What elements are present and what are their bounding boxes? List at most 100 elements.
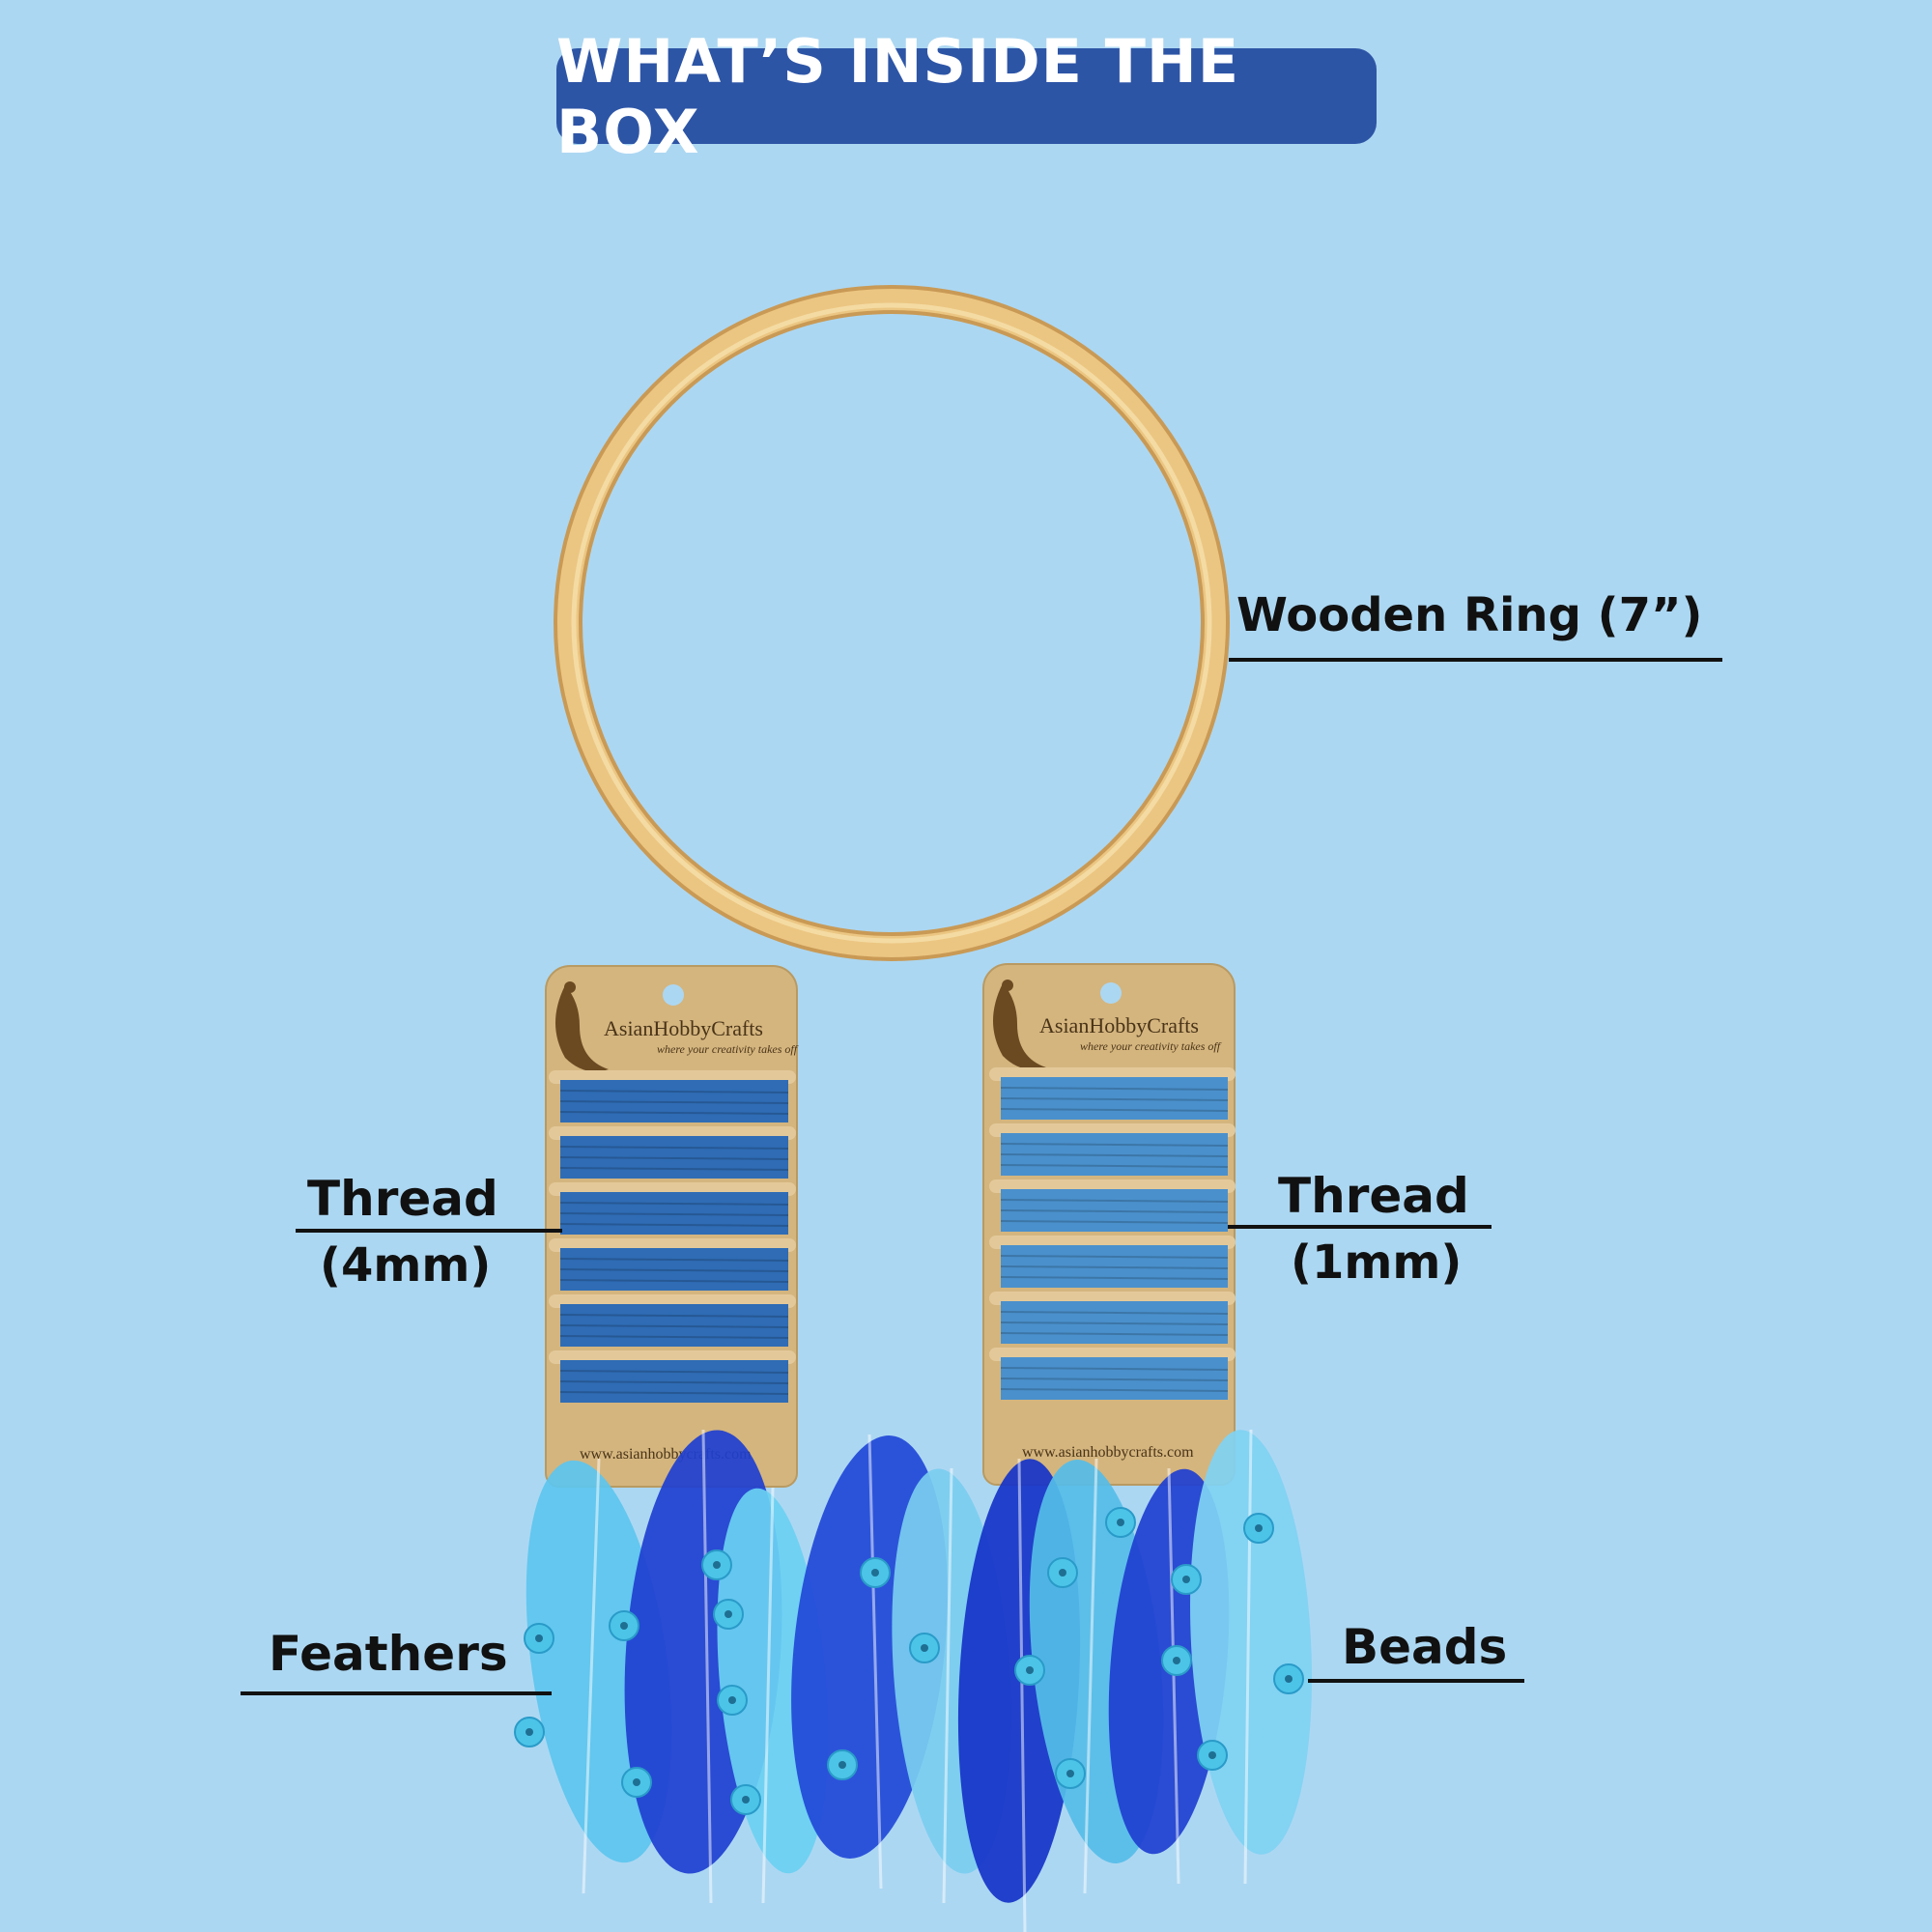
wooden-ring — [554, 285, 1230, 961]
thread-1mm-label-rule — [1228, 1225, 1492, 1229]
feather-quill — [867, 1434, 883, 1889]
feather-quill — [582, 1458, 601, 1894]
thread-band — [560, 1192, 788, 1235]
thread-1mm-size: (1mm) — [1291, 1236, 1463, 1290]
thread-band — [560, 1136, 788, 1179]
ring-label-rule — [1229, 658, 1722, 662]
feather-quill — [1167, 1467, 1180, 1885]
bead-hole — [1285, 1675, 1293, 1683]
thread-strand — [559, 1100, 789, 1104]
thread-strand — [1000, 1087, 1229, 1091]
ring-label: Wooden Ring (7”) — [1236, 588, 1703, 642]
thread-strand — [1000, 1164, 1229, 1168]
feather-quill — [1083, 1458, 1098, 1894]
bead-hole — [1173, 1657, 1180, 1664]
thread-strand — [1000, 1199, 1229, 1203]
thread-band — [560, 1080, 788, 1122]
bead-hole — [1066, 1770, 1074, 1777]
bead-hole — [742, 1796, 750, 1804]
bead-hole — [620, 1622, 628, 1630]
thread-strand — [1000, 1378, 1229, 1381]
thread-strand — [559, 1223, 789, 1227]
thread-card-4mm: AsianHobbyCrafts where your creativity t… — [545, 965, 799, 1488]
thread-strand — [1000, 1108, 1229, 1112]
bead-hole — [713, 1561, 721, 1569]
thread-strand — [559, 1111, 789, 1115]
card-url: www.asianhobbycrafts.com — [1022, 1444, 1194, 1461]
thread-band — [560, 1360, 788, 1403]
bead-hole — [526, 1728, 533, 1736]
bead-hole — [921, 1644, 928, 1652]
bead-hole — [724, 1610, 732, 1618]
thread-strand — [559, 1156, 789, 1160]
feather-quill — [942, 1467, 953, 1904]
bead-hole — [535, 1634, 543, 1642]
thread-strand — [1000, 1220, 1229, 1224]
thread-strand — [1000, 1388, 1229, 1392]
feathers-group — [526, 1429, 1312, 1932]
thread-strand — [559, 1370, 789, 1374]
feathers-label-rule — [241, 1691, 552, 1695]
thread-strand — [559, 1258, 789, 1262]
thread-strand — [1000, 1097, 1229, 1101]
thread-strand — [1000, 1255, 1229, 1259]
beads-label-rule — [1308, 1679, 1524, 1683]
thread-band — [560, 1248, 788, 1291]
thread-band — [1001, 1077, 1228, 1120]
feather-quill — [761, 1487, 775, 1904]
bead-hole — [633, 1778, 640, 1786]
thread-strand — [1000, 1367, 1229, 1371]
bead-hole — [838, 1761, 846, 1769]
thread-band — [560, 1304, 788, 1347]
thread-band — [1001, 1189, 1228, 1232]
beads-group — [514, 1507, 1304, 1815]
thread-band — [1001, 1245, 1228, 1288]
thread-strand — [559, 1335, 789, 1339]
bead-hole — [1026, 1666, 1034, 1674]
thread-band — [1001, 1133, 1228, 1176]
bead-hole — [1255, 1524, 1263, 1532]
bead-hole — [871, 1569, 879, 1577]
thread-strand — [1000, 1332, 1229, 1336]
thread-strand — [559, 1202, 789, 1206]
thread-strand — [559, 1090, 789, 1094]
bead-hole — [1059, 1569, 1066, 1577]
thread-strand — [559, 1380, 789, 1384]
peacock-logo-icon — [993, 980, 1046, 1070]
thread-strand — [559, 1324, 789, 1328]
thread-strand — [559, 1314, 789, 1318]
bead-hole — [1182, 1576, 1190, 1583]
thread-strand — [1000, 1276, 1229, 1280]
bead-hole — [728, 1696, 736, 1704]
thread-strand — [559, 1212, 789, 1216]
thread-1mm-label: Thread — [1278, 1168, 1469, 1224]
thread-strand — [1000, 1265, 1229, 1269]
thread-strand — [559, 1391, 789, 1395]
thread-strand — [1000, 1153, 1229, 1157]
header-title: WHAT’S INSIDE THE BOX — [556, 25, 1240, 167]
card-brand: AsianHobbyCrafts — [604, 1016, 763, 1040]
thread-card-1mm: AsianHobbyCrafts where your creativity t… — [982, 963, 1236, 1486]
feather-quill — [701, 1429, 713, 1904]
thread-4mm-label: Thread — [307, 1171, 498, 1227]
thread-strand — [1000, 1209, 1229, 1213]
peacock-logo-icon — [555, 981, 609, 1072]
feather-quill — [1243, 1429, 1253, 1885]
card-tagline: where your creativity takes off — [1080, 1039, 1222, 1053]
thread-strand — [559, 1167, 789, 1171]
thread-strand — [1000, 1321, 1229, 1325]
header-banner: WHAT’S INSIDE THE BOX — [556, 26, 1377, 167]
thread-strand — [559, 1146, 789, 1150]
thread-band — [1001, 1357, 1228, 1400]
thread-4mm-size: (4mm) — [320, 1238, 492, 1293]
thread-strand — [559, 1279, 789, 1283]
feather-quill — [1017, 1458, 1027, 1932]
bead-hole — [1117, 1519, 1124, 1526]
thread-strand — [1000, 1143, 1229, 1147]
thread-strand — [559, 1268, 789, 1272]
feathers-label: Feathers — [269, 1626, 508, 1682]
thread-4mm-label-rule — [296, 1229, 562, 1233]
bead-hole — [1208, 1751, 1216, 1759]
card-brand: AsianHobbyCrafts — [1039, 1013, 1199, 1037]
